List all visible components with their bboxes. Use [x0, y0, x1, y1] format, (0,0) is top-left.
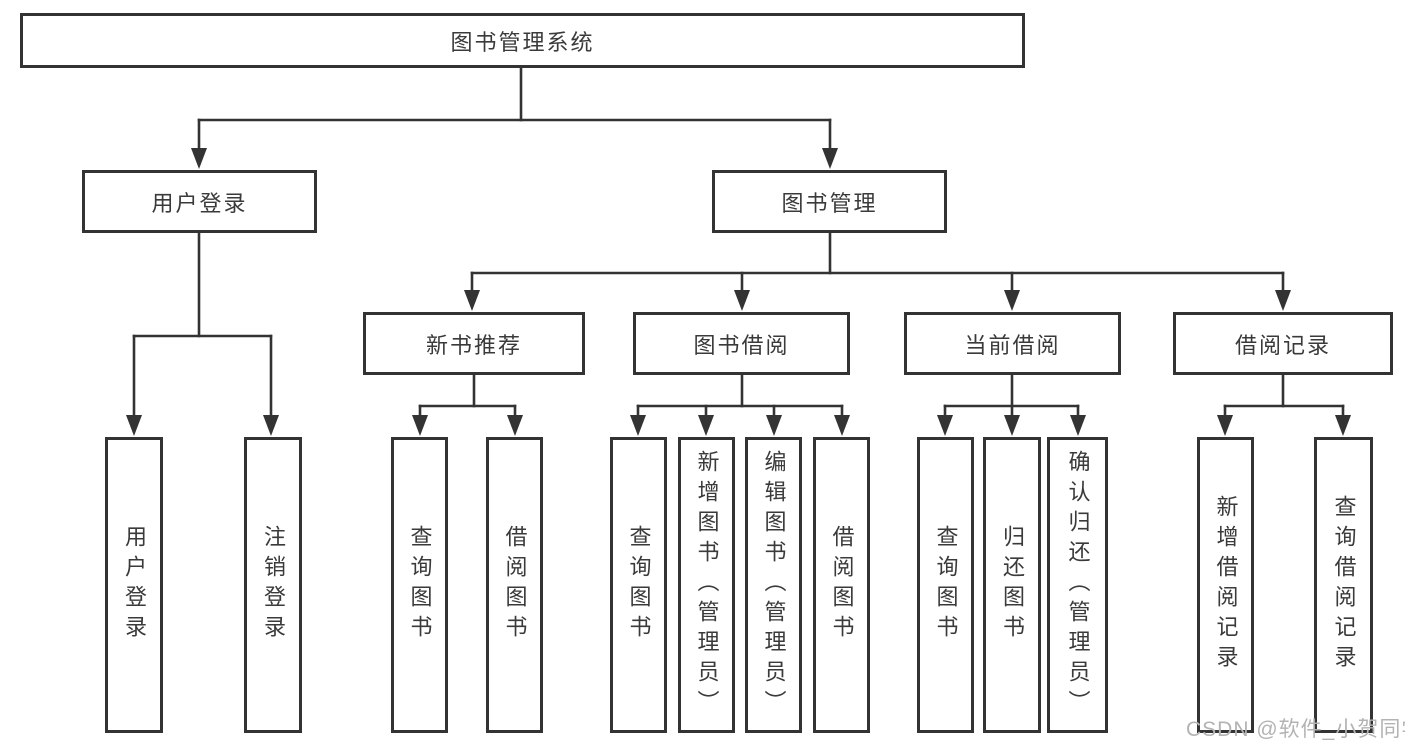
node-label: 归还图书 [1000, 525, 1025, 645]
leaf-borrow-books-borrowing: 借阅图书 [813, 437, 870, 733]
node-label: 查询借阅记录 [1331, 495, 1357, 675]
node-label: 新增图书（管理员） [694, 450, 720, 720]
node-label: 用户登录 [122, 525, 147, 645]
node-label: 编辑图书（管理员） [761, 450, 787, 720]
node-label: 确认归还（管理员） [1065, 450, 1091, 720]
leaf-search-books-borrowing: 查询图书 [610, 437, 667, 733]
leaf-search-books-current: 查询图书 [917, 437, 974, 733]
node-label: 借阅图书 [502, 525, 528, 645]
node-book-borrowing: 图书借阅 [633, 312, 850, 375]
node-label: 借阅图书 [829, 525, 855, 645]
leaf-edit-book-admin: 编辑图书（管理员） [745, 437, 802, 733]
node-borrowing-records: 借阅记录 [1173, 312, 1393, 375]
node-book-management: 图书管理 [712, 170, 947, 233]
leaf-search-books-recommend: 查询图书 [391, 437, 448, 733]
node-label: 图书管理 [781, 190, 878, 216]
node-label: 查询图书 [933, 525, 959, 645]
leaf-logout: 注销登录 [244, 437, 302, 733]
node-label: 借阅记录 [1234, 332, 1331, 358]
node-library-management-system: 图书管理系统 [20, 13, 1025, 68]
node-label: 新增借阅记录 [1213, 495, 1239, 675]
node-label: 查询图书 [407, 525, 433, 645]
node-label: 注销登录 [261, 525, 286, 645]
leaf-return-books: 归还图书 [983, 437, 1041, 733]
leaf-search-borrow-record: 查询借阅记录 [1314, 437, 1373, 733]
leaf-add-borrow-record: 新增借阅记录 [1197, 437, 1254, 733]
leaf-user-login: 用户登录 [105, 437, 163, 733]
node-new-book-recommendation: 新书推荐 [363, 312, 585, 375]
node-label: 查询图书 [626, 525, 652, 645]
node-label: 当前借阅 [964, 332, 1061, 358]
leaf-confirm-return-admin: 确认归还（管理员） [1047, 437, 1108, 733]
node-user-login-group: 用户登录 [82, 170, 317, 233]
node-current-borrowing: 当前借阅 [904, 312, 1121, 375]
leaf-borrow-books-recommend: 借阅图书 [486, 437, 543, 733]
node-label: 图书借阅 [693, 332, 790, 358]
leaf-add-book-admin: 新增图书（管理员） [678, 437, 735, 733]
node-label: 用户登录 [151, 190, 248, 216]
node-label: 图书管理系统 [450, 29, 595, 55]
csdn-watermark: CSDN @软件_小贺同学 [1186, 718, 1405, 741]
node-label: 新书推荐 [425, 332, 522, 358]
